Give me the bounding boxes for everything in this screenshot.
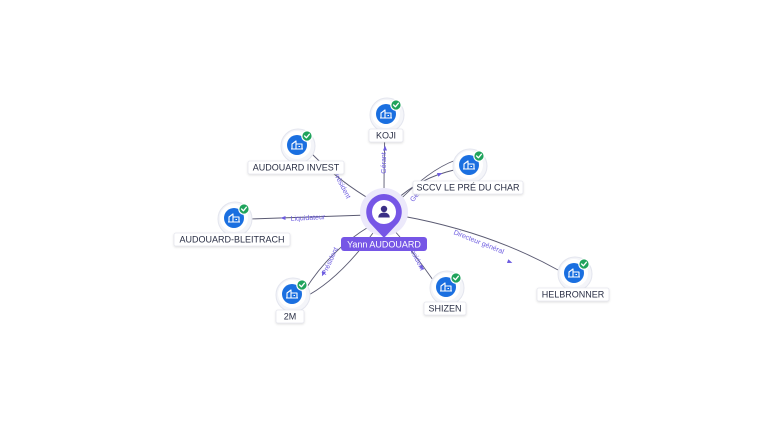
company-name[interactable]: SCCV LE PRÉ DU CHAR	[416, 183, 520, 193]
company-label-box	[247, 160, 345, 175]
company-name[interactable]: SHIZEN	[428, 304, 461, 314]
edge-arrow-icon	[436, 172, 443, 177]
check-icon	[450, 272, 462, 284]
building-icon	[463, 160, 475, 170]
building-icon	[568, 268, 580, 278]
company-disc	[564, 263, 584, 283]
company-label-box	[275, 309, 305, 324]
edge-arrow-icon	[419, 264, 424, 271]
edge-helbronner	[401, 215, 559, 271]
check-icon	[473, 150, 485, 162]
company-name[interactable]: 2M	[284, 312, 297, 322]
edge-role-label: Gérant	[381, 152, 388, 173]
company-disc	[376, 104, 396, 124]
edge-arrow-icon	[383, 145, 387, 151]
company-node-audouard-bleitrach[interactable]: AUDOUARD-BLEITRACH	[173, 201, 291, 247]
company-label-box	[412, 180, 524, 195]
edge-role-label: Liquidateur	[290, 214, 326, 223]
building-icon	[380, 109, 392, 119]
person-icon	[378, 205, 390, 218]
company-label-box	[536, 287, 610, 302]
company-name[interactable]: AUDOUARD-BLEITRACH	[179, 235, 284, 245]
edge-2m	[304, 225, 371, 291]
check-icon	[578, 258, 590, 270]
company-label-box	[368, 128, 404, 143]
company-node-koji[interactable]: KOJI	[368, 97, 405, 143]
edge-arrow-icon	[506, 259, 513, 264]
company-node-audouard-invest[interactable]: AUDOUARD INVEST	[247, 128, 345, 175]
center-person-node[interactable]: Yann AUDOUARD	[341, 188, 427, 251]
companies-layer: KOJI AUDOUARD INVEST SCCV LE PRÉ DU CHAR AU…	[173, 97, 610, 324]
edge-arrow-icon	[280, 216, 286, 220]
edge-audouard-bleitrach	[249, 214, 369, 220]
edge-secondary-0	[302, 225, 379, 299]
company-node-helbronner[interactable]: HELBRONNER	[536, 256, 610, 302]
company-name[interactable]: HELBRONNER	[542, 290, 605, 300]
company-label-box	[423, 301, 467, 316]
company-node-shizen[interactable]: SHIZEN	[423, 270, 467, 316]
check-icon	[301, 130, 313, 142]
company-node-sccv-le-pre-du-char[interactable]: SCCV LE PRÉ DU CHAR	[412, 148, 524, 195]
edge-arrow-icon	[321, 270, 326, 277]
person-name[interactable]: Yann AUDOUARD	[347, 240, 421, 250]
company-label-box	[173, 232, 291, 247]
company-disc	[282, 284, 302, 304]
company-disc	[287, 135, 307, 155]
company-name[interactable]: AUDOUARD INVEST	[253, 163, 340, 173]
check-icon	[238, 203, 250, 215]
company-disc	[459, 155, 479, 175]
building-icon	[291, 140, 303, 150]
company-disc	[224, 208, 244, 228]
company-name[interactable]: KOJI	[376, 131, 396, 141]
check-icon	[390, 99, 402, 111]
building-icon	[440, 282, 452, 292]
building-icon	[228, 213, 240, 223]
edge-role-label: Directeur général	[452, 229, 505, 256]
company-node-2m[interactable]: 2M	[275, 277, 311, 324]
check-icon	[296, 279, 308, 291]
company-disc	[436, 277, 456, 297]
person-label-box	[341, 237, 427, 251]
building-icon	[286, 289, 298, 299]
